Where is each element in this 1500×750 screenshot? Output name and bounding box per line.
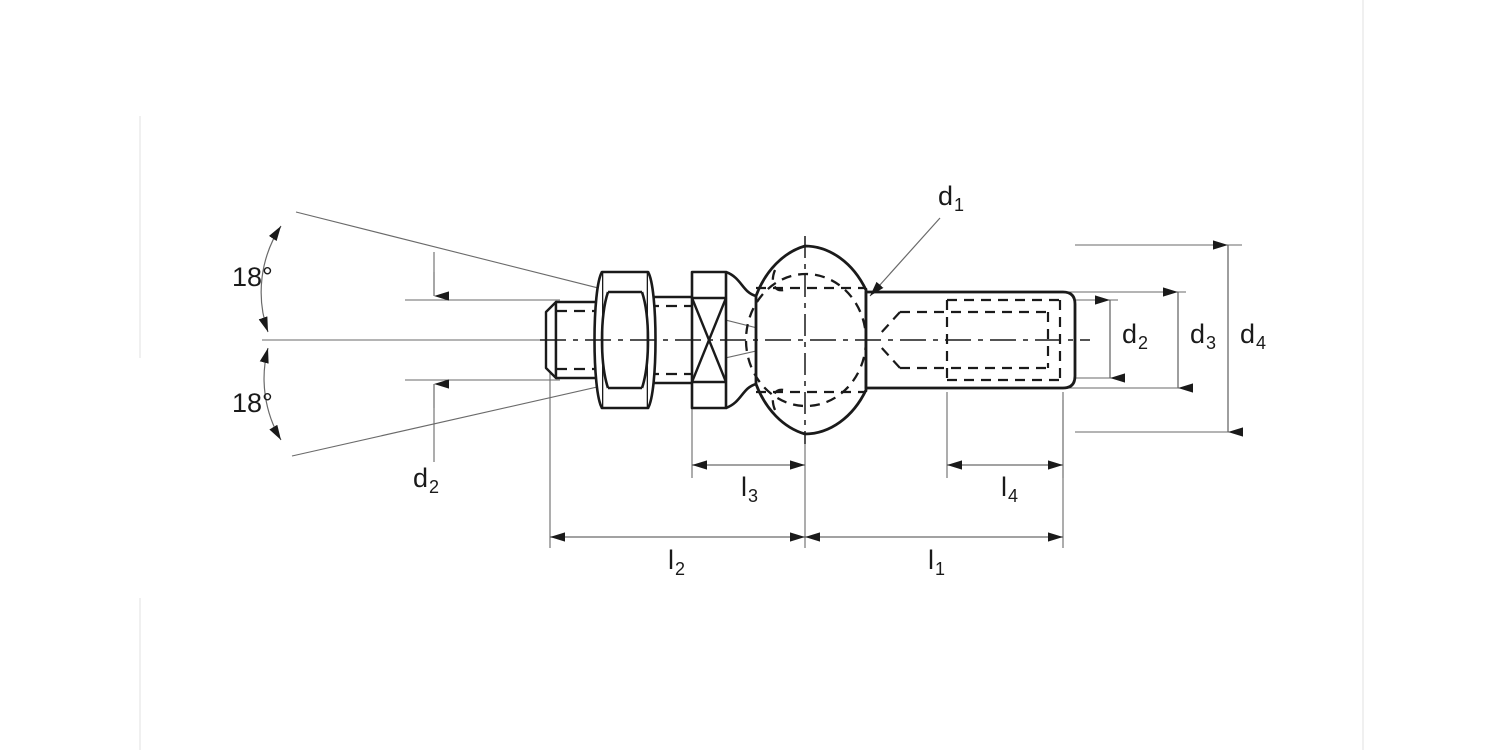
d4-base: d	[1240, 319, 1256, 349]
l3-base: l	[741, 472, 747, 502]
d2-left-subscript: 2	[429, 477, 440, 497]
angle-label-lower: 18°	[232, 388, 273, 418]
page-border-marks	[139, 0, 1364, 750]
l4-subscript: 4	[1008, 486, 1019, 506]
l2-base: l	[668, 545, 674, 575]
d3-base: d	[1190, 319, 1206, 349]
dimension-label-l3: l3	[741, 472, 759, 506]
d2-left-base: d	[413, 463, 429, 493]
leader-d1	[869, 217, 941, 297]
d1-subscript: 1	[954, 195, 965, 215]
l4-base: l	[1001, 472, 1007, 502]
dimension-label-d2-left: d2	[413, 463, 440, 497]
d3-subscript: 3	[1206, 333, 1217, 353]
d1-base: d	[938, 181, 954, 211]
d4-subscript: 4	[1256, 333, 1267, 353]
l2-subscript: 2	[675, 559, 686, 579]
dimension-label-d2-right: d2	[1122, 319, 1149, 353]
l1-subscript: 1	[935, 559, 946, 579]
d2-right-subscript: 2	[1138, 333, 1149, 353]
angle-label-upper: 18°	[232, 262, 273, 292]
dimension-label-d4: d4	[1240, 319, 1267, 353]
angle-arc-upper	[258, 225, 282, 333]
dimension-label-l2: l2	[668, 545, 686, 579]
l1-base: l	[928, 545, 934, 575]
angle-arc-lower	[259, 347, 282, 441]
d2-right-base: d	[1122, 319, 1138, 349]
l3-subscript: 3	[748, 486, 759, 506]
neck-fillet	[725, 270, 757, 410]
dimension-label-l4: l4	[1001, 472, 1019, 506]
dimension-label-d1: d1	[938, 181, 965, 215]
dimension-label-l1: l1	[928, 545, 946, 579]
dimension-label-d3: d3	[1190, 319, 1217, 353]
